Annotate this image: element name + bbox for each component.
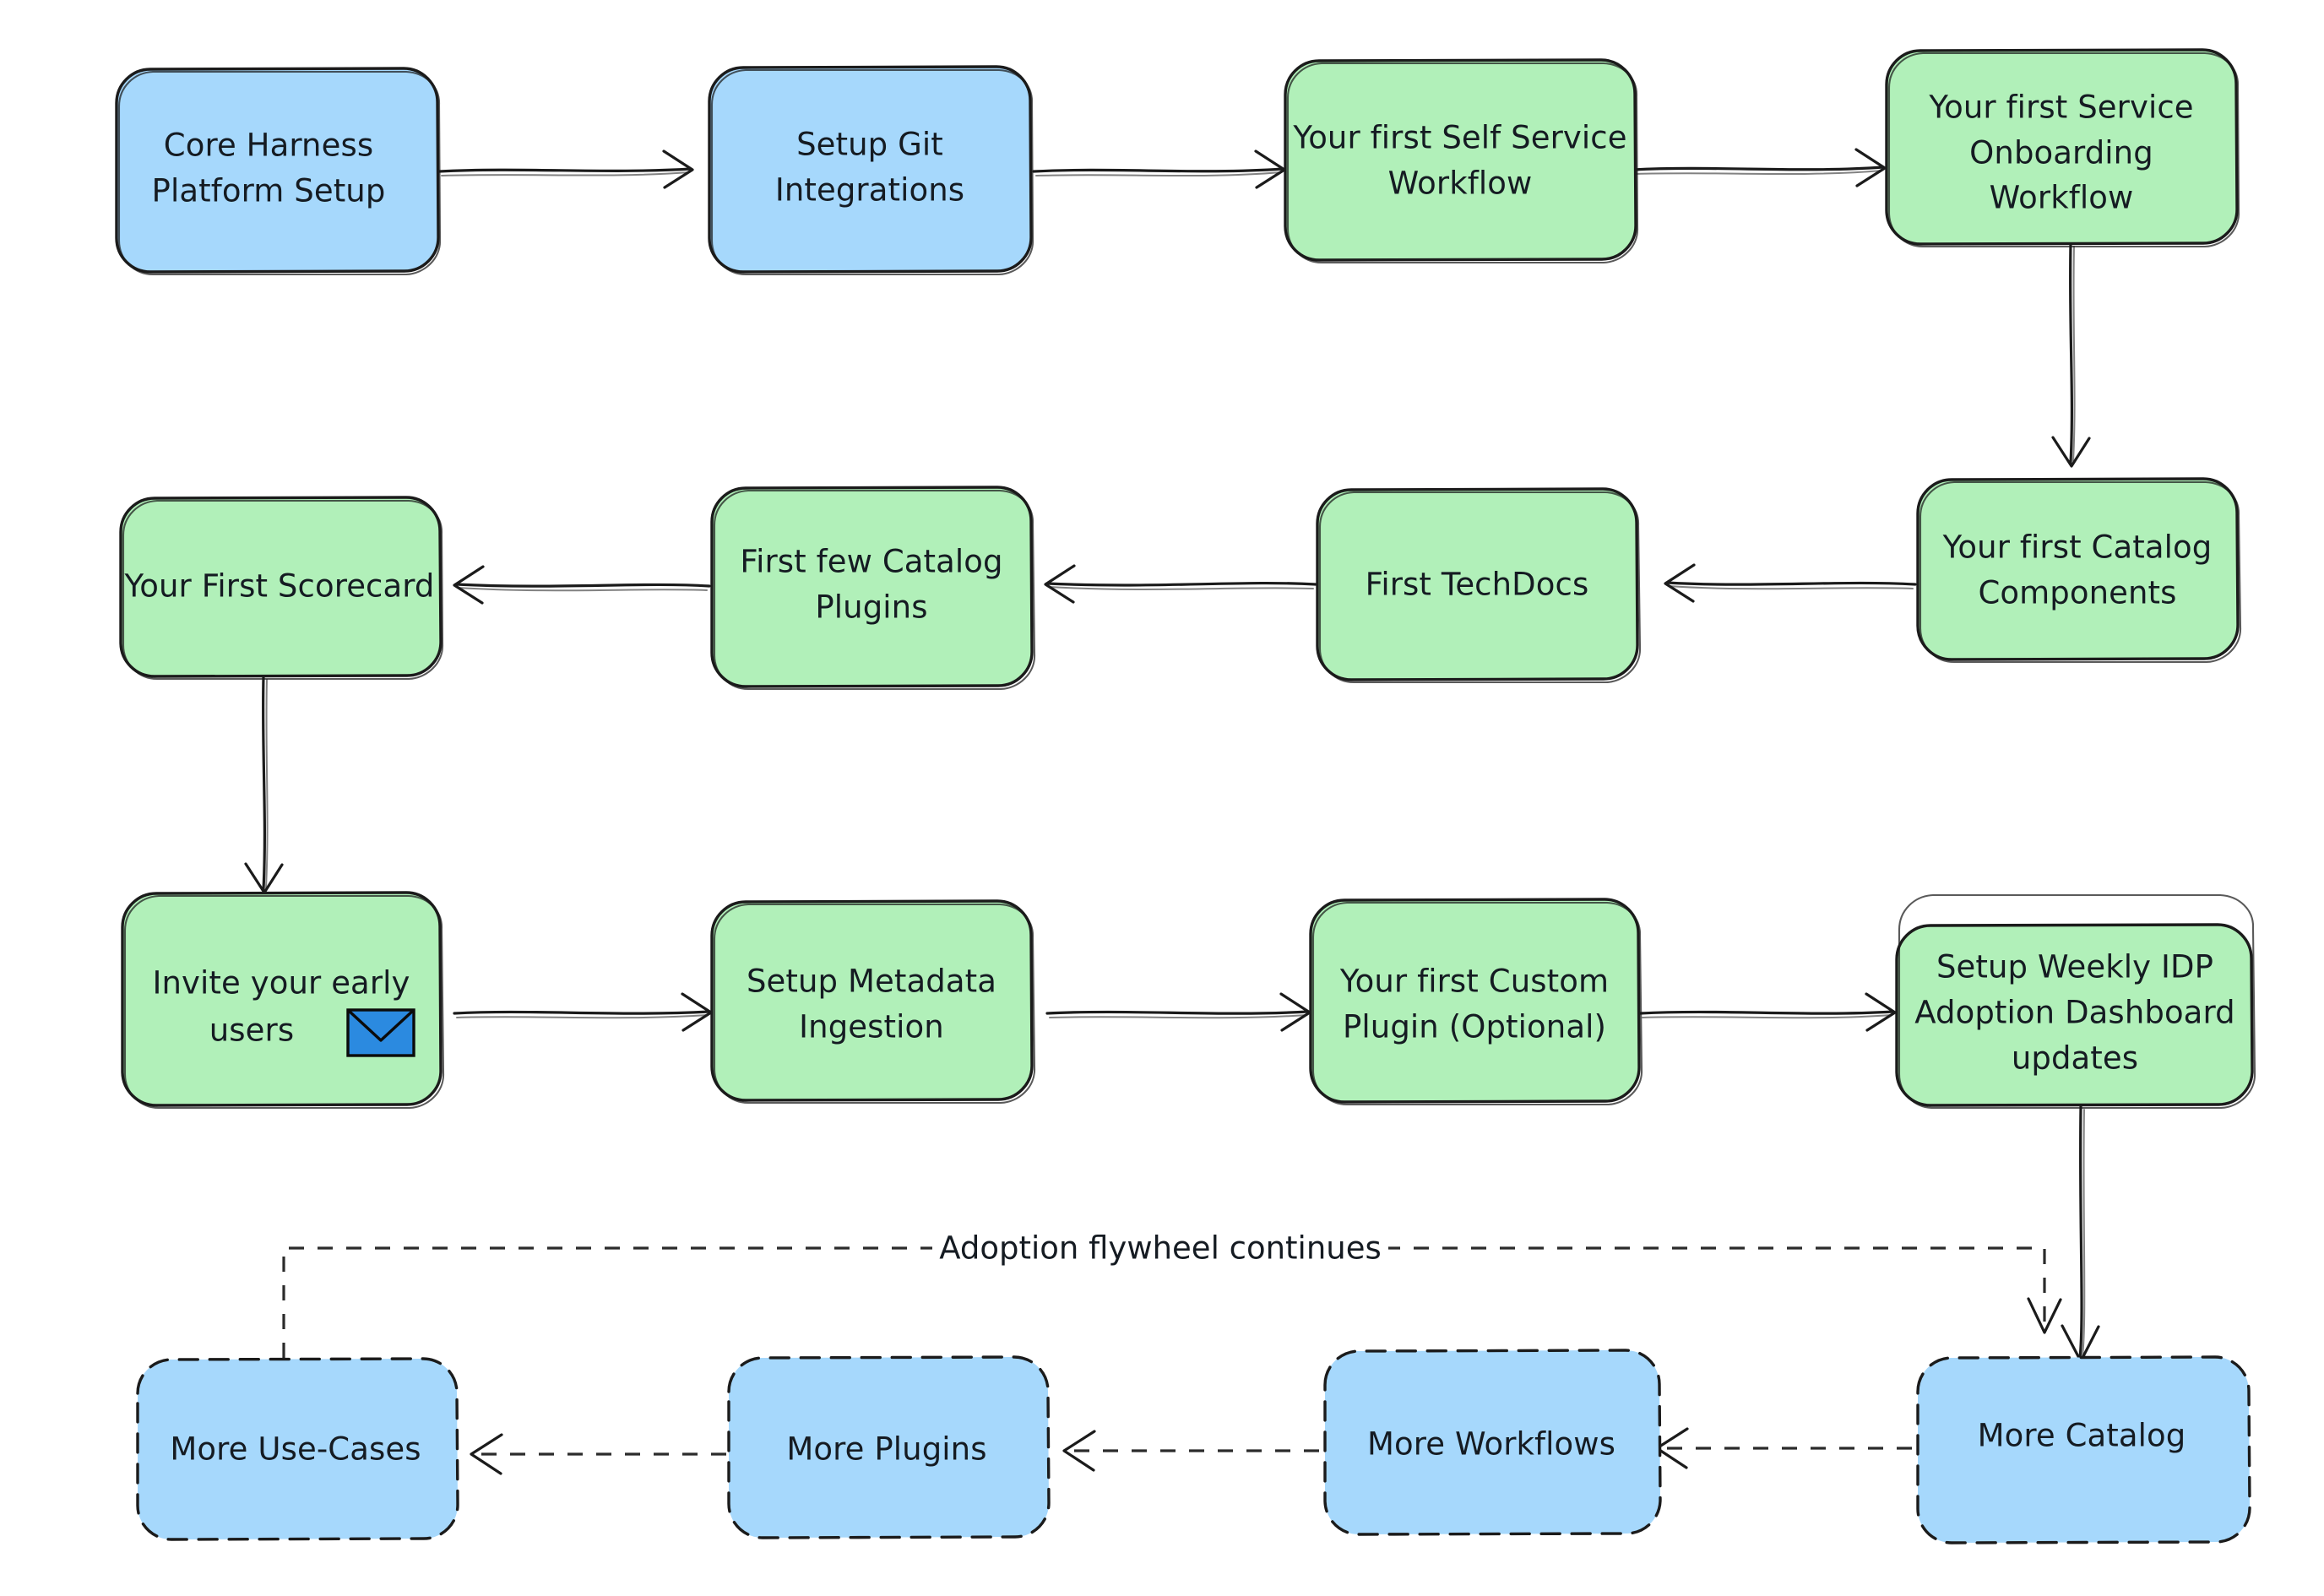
edge-flywheel-loop — [282, 1246, 2062, 1358]
envelope-icon — [346, 1008, 415, 1057]
edge-label-flywheel: Adoption flywheel continues — [932, 1223, 1388, 1273]
edge-n2-n3 — [1032, 149, 1286, 189]
edge-n15-n14 — [1062, 1430, 1319, 1472]
node-first-few-catalog-plugins[interactable]: First few Catalog Plugins — [710, 486, 1036, 691]
edge-n3-n4 — [1632, 148, 1887, 187]
node-your-first-self-service-workflow[interactable]: Your first Self Service Workflow — [1284, 58, 1639, 264]
node-your-first-service-onboarding-workflow[interactable]: Your first Service Onboarding Workflow — [1885, 48, 2240, 248]
node-your-first-catalog-components[interactable]: Your first Catalog Components — [1916, 477, 2242, 664]
node-setup-weekly-idp-adoption-dashboard-updates[interactable]: Setup Weekly IDP Adoption Dashboard upda… — [1895, 893, 2256, 1110]
edge-n1-n2 — [437, 149, 694, 189]
node-more-workflows[interactable]: More Workflows — [1323, 1349, 1662, 1536]
edge-n12-n16 — [2061, 1105, 2100, 1363]
node-setup-metadata-ingestion[interactable]: Setup Metadata Ingestion — [710, 899, 1036, 1105]
edge-n14-n13 — [470, 1433, 726, 1475]
node-more-use-cases[interactable]: More Use-Cases — [136, 1357, 459, 1541]
edge-n8-n7 — [1664, 563, 1917, 603]
edge-n10-n11 — [1045, 992, 1311, 1032]
node-setup-git-integrations[interactable]: Setup Git Integrations — [708, 65, 1034, 276]
edge-n4-n8 — [2051, 242, 2091, 468]
edge-n9-n10 — [453, 992, 713, 1032]
edge-n16-n15 — [1655, 1427, 1912, 1469]
node-invite-your-early-users[interactable]: Invite your early users — [121, 891, 445, 1110]
node-your-first-scorecard[interactable]: Your First Scorecard — [119, 496, 444, 681]
edge-layer: Adoption flywheel continues — [244, 148, 2100, 1475]
node-more-plugins[interactable]: More Plugins — [727, 1355, 1051, 1539]
edge-n5-n9 — [244, 675, 284, 894]
node-core-harness-platform-setup[interactable]: Core Harness Platform Setup — [115, 67, 442, 276]
node-more-catalog[interactable]: More Catalog — [1916, 1355, 2251, 1544]
edge-n7-n6 — [1044, 564, 1317, 604]
edge-n11-n12 — [1638, 992, 1897, 1032]
node-your-first-custom-plugin-optional[interactable]: Your first Custom Plugin (Optional) — [1309, 898, 1643, 1106]
node-layer: Core Harness Platform Setup Setup Git In… — [115, 48, 2256, 1544]
node-first-techdocs[interactable]: First TechDocs — [1316, 487, 1642, 684]
edge-n6-n5 — [453, 565, 711, 605]
